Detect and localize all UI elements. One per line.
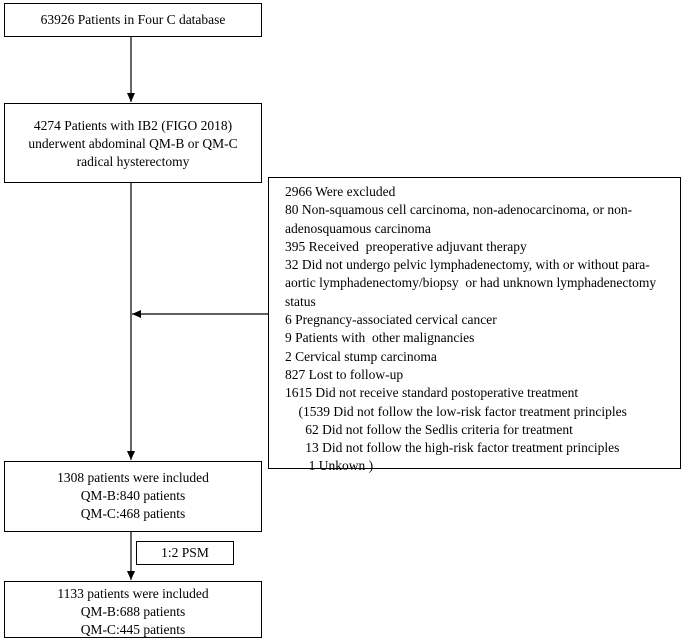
excluded-line: 395 Received preoperative adjuvant thera… <box>285 238 527 254</box>
excluded-line: adenosquamous carcinoma <box>285 220 431 236</box>
excluded-line: 13 Did not follow the high-risk factor t… <box>285 440 620 456</box>
final-line: 1133 patients were included <box>57 586 209 601</box>
ib2-box-line: 4274 Patients with IB2 (FIGO 2018) <box>33 118 233 133</box>
psm-label: 1:2 PSM <box>161 545 209 560</box>
final-box: 1133 patients were included QM-B:688 pat… <box>4 581 262 638</box>
excluded-line: 1 Unkown ) <box>285 458 374 474</box>
excluded-line: 2966 Were excluded <box>285 184 396 199</box>
excluded-line: 827 Lost to follow-up <box>285 366 404 382</box>
included-line: 1308 patients were included <box>57 470 209 485</box>
excluded-line: 80 Non-squamous cell carcinoma, non-aden… <box>285 202 633 218</box>
included-line: QM-C:468 patients <box>80 506 186 521</box>
excluded-line: 32 Did not undergo pelvic lymphadenectom… <box>285 257 650 273</box>
excluded-line: 6 Pregnancy-associated cervical cancer <box>285 312 497 328</box>
included-box: 1308 patients were included QM-B:840 pat… <box>4 461 262 532</box>
excluded-line: 1615 Did not receive standard postoperat… <box>285 385 579 401</box>
excluded-line: 9 Patients with other malignancies <box>285 330 475 346</box>
ib2-patients-box: 4274 Patients with IB2 (FIGO 2018) under… <box>4 103 262 183</box>
excluded-line: status <box>285 293 316 309</box>
excluded-line: (1539 Did not follow the low-risk factor… <box>285 403 627 419</box>
excluded-line: 62 Did not follow the Sedlis criteria fo… <box>285 421 573 437</box>
ib2-box-line: underwent abdominal QM-B or QM-C <box>28 136 238 151</box>
final-line: QM-C:445 patients <box>80 622 186 637</box>
psm-box: 1:2 PSM <box>136 541 234 565</box>
final-line: QM-B:688 patients <box>80 604 186 619</box>
excluded-line: aortic lymphadenectomy/biopsy or had unk… <box>285 275 657 291</box>
included-line: QM-B:840 patients <box>80 488 186 503</box>
excluded-line: 2 Cervical stump carcinoma <box>285 348 437 364</box>
ib2-box-line: radical hysterectomy <box>76 154 190 169</box>
excluded-box: 2966 Were excluded 80 Non-squamous cell … <box>268 177 681 473</box>
database-box: 63926 Patients in Four C database <box>4 3 262 37</box>
database-box-line: 63926 Patients in Four C database <box>40 12 226 27</box>
